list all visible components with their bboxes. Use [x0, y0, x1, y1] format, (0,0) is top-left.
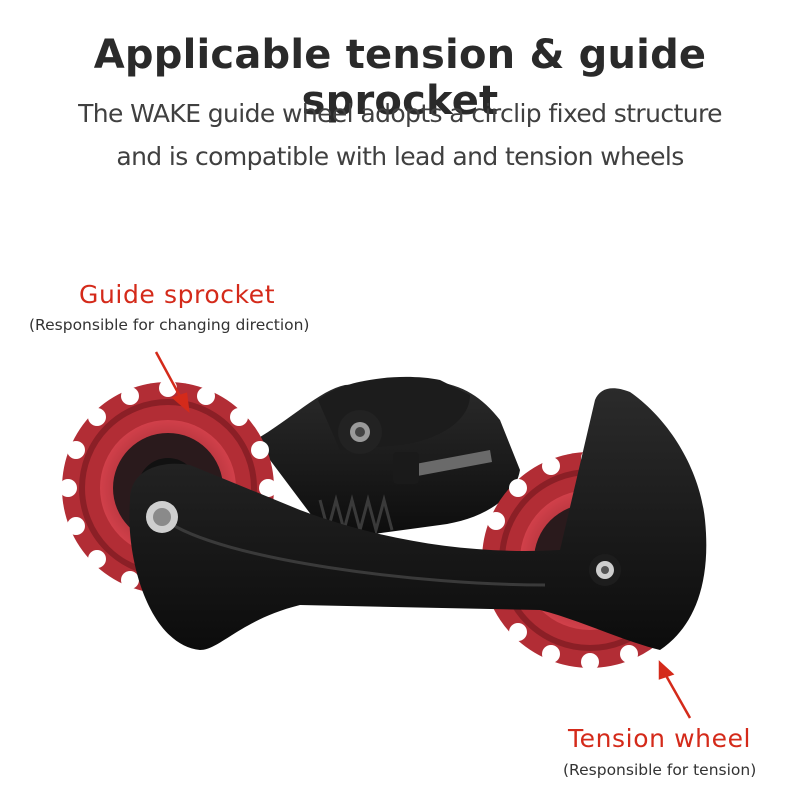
- limit-screw: [410, 450, 492, 477]
- tension-wheel-description: (Responsible for tension): [563, 761, 757, 779]
- tension-wheel-label: Tension wheel: [568, 724, 752, 753]
- cage-plate: [129, 388, 707, 650]
- tension-arrow: [658, 660, 692, 719]
- page-title: Applicable tension & guide sprocket: [93, 32, 707, 124]
- page-subtitle: The WAKE guide wheel adopts a circlip fi…: [78, 99, 722, 171]
- guide-arrow: [154, 351, 190, 414]
- guide-sprocket-description: (Responsible for changing direction): [29, 316, 310, 334]
- guide-sprocket-label: Guide sprocket: [79, 280, 276, 309]
- spring: [318, 494, 394, 536]
